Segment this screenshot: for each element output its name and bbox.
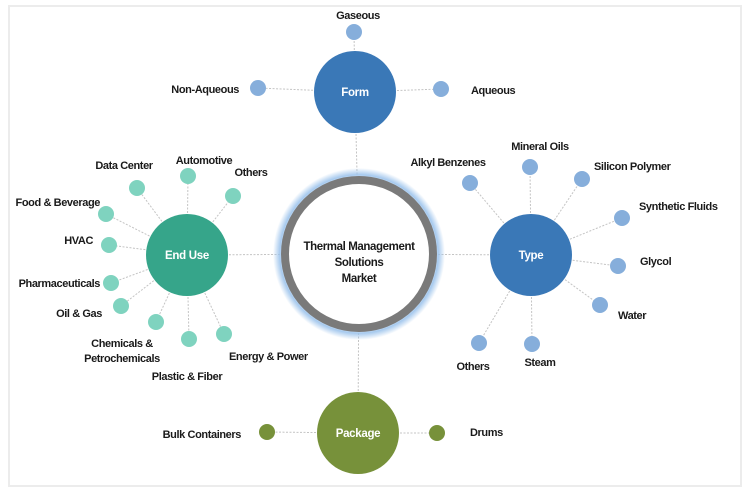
segment-dot-oil-and-gas[interactable] [113,298,129,314]
segment-label-silicon-polymer: Silicon Polymer [594,161,672,173]
segment-dot-others[interactable] [225,188,241,204]
segment-dot-alkyl-benzenes[interactable] [462,175,478,191]
segment-dot-drums[interactable] [429,425,445,441]
segment-label-chemicals-and-petrochemicals-line-2: Petrochemicals [84,353,160,365]
segment-dot-data-center[interactable] [129,180,145,196]
segment-label-automotive: Automotive [176,155,233,167]
segment-label-energy-and-power: Energy & Power [229,351,309,363]
center-title-line-2: Solutions [335,257,384,269]
segment-label-others: Others [234,167,267,179]
segment-label-mineral-oils: Mineral Oils [511,141,569,153]
link-non-aqueous [257,87,356,93]
segment-label-water: Water [618,310,647,322]
segment-label-synthetic-fluids: Synthetic Fluids [639,201,718,213]
segment-dot-plastic-and-fiber[interactable] [181,331,197,347]
segment-dot-silicon-polymer[interactable] [574,171,590,187]
segment-label-others: Others [456,361,489,373]
segment-dot-bulk-containers[interactable] [259,424,275,440]
center-title-line-3: Market [342,273,377,285]
segment-label-drums: Drums [470,427,503,439]
segment-label-oil-and-gas: Oil & Gas [56,308,102,320]
segment-label-bulk-containers: Bulk Containers [163,429,242,441]
segment-label-food-and-beverage: Food & Beverage [16,197,101,209]
hub-form[interactable] [314,51,396,133]
segment-label-glycol: Glycol [640,256,672,268]
segment-dot-gaseous[interactable] [346,24,362,40]
hub-end-use[interactable] [146,214,228,296]
segment-dot-mineral-oils[interactable] [522,159,538,175]
hub-group-package: Bulk Containers Drums Package [163,392,504,474]
diagram-frame [8,5,742,487]
segment-dot-hvac[interactable] [101,237,117,253]
segment-label-data-center: Data Center [95,160,153,172]
hub-label-end-use: End Use [165,250,209,262]
segment-dot-steam[interactable] [524,336,540,352]
segment-dot-food-and-beverage[interactable] [98,206,114,222]
center-title-line-1: Thermal Management [303,241,415,253]
hub-type[interactable] [490,214,572,296]
link-synthetic-fluids [530,217,623,256]
segment-dot-others[interactable] [471,335,487,351]
segment-dot-water[interactable] [592,297,608,313]
segment-label-gaseous: Gaseous [336,10,380,22]
segment-dot-energy-and-power[interactable] [216,326,232,342]
segment-label-plastic-and-fiber: Plastic & Fiber [152,371,224,383]
hub-label-form: Form [341,87,369,99]
hub-label-type: Type [519,250,544,262]
center-ring [281,176,437,332]
segment-dot-glycol[interactable] [610,258,626,274]
hub-package[interactable] [317,392,399,474]
segment-dot-aqueous[interactable] [433,81,449,97]
segment-label-chemicals-and-petrochemicals: Chemicals & [91,338,153,350]
segment-label-aqueous: Aqueous [471,85,516,97]
link-gaseous [353,31,356,93]
segment-label-steam: Steam [524,357,556,369]
segment-dot-synthetic-fluids[interactable] [614,210,630,226]
center-node: Thermal Management Solutions Market [273,168,445,340]
segment-dot-non-aqueous[interactable] [250,80,266,96]
segment-label-pharmaceuticals: Pharmaceuticals [19,278,101,290]
link-others [478,254,532,344]
segment-dot-chemicals-and-petrochemicals[interactable] [148,314,164,330]
hub-label-package: Package [336,428,381,440]
segment-label-hvac: HVAC [64,235,93,247]
segment-dot-automotive[interactable] [180,168,196,184]
segment-label-alkyl-benzenes: Alkyl Benzenes [410,157,485,169]
segment-dot-pharmaceuticals[interactable] [103,275,119,291]
segment-label-non-aqueous: Non-Aqueous [171,84,239,96]
